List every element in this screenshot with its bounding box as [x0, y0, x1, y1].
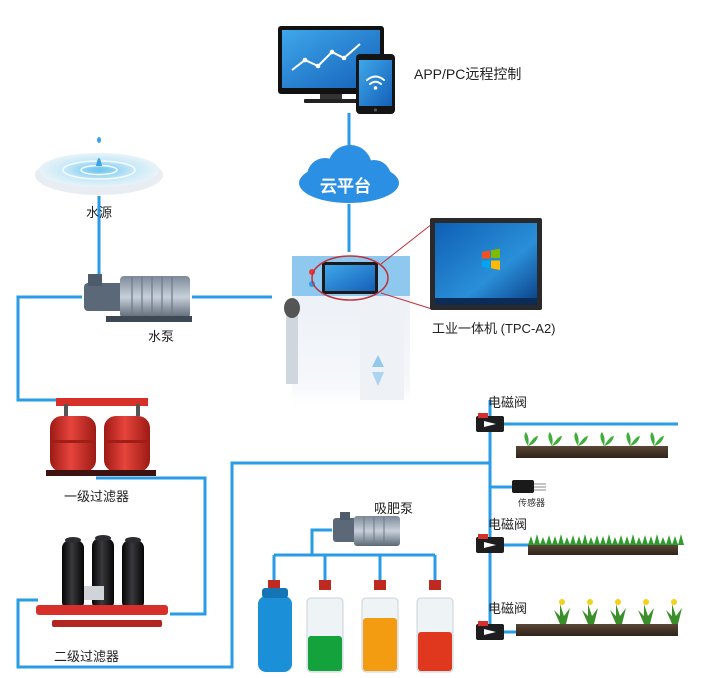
fert-pump-icon [333, 512, 400, 546]
valve-icon [476, 534, 504, 553]
valve1-label: 电磁阀 [488, 395, 528, 410]
panel-pc-icon [430, 218, 542, 310]
cloud-platform-label: 云平台 [320, 177, 371, 196]
valve-icon [476, 621, 504, 640]
tablet-icon [356, 54, 395, 114]
water-source-label: 水源 [86, 205, 113, 220]
filter1-label: 一级过滤器 [64, 489, 130, 504]
remote-control-label: APP/PC远程控制 [414, 66, 522, 82]
wifi-icon [366, 75, 385, 85]
tank-icon [258, 580, 454, 673]
filter2-label: 二级过滤器 [54, 649, 120, 664]
sensor-label: 传感器 [518, 498, 546, 508]
valve2-label: 电磁阀 [488, 517, 528, 532]
plant-bed-3 [516, 599, 682, 636]
pump-icon [84, 274, 192, 322]
sensor-icon [512, 480, 546, 493]
panel-pc-label: 工业一体机 (TPC-A2) [432, 321, 556, 336]
valve3-label: 电磁阀 [488, 601, 528, 616]
water-ripple-icon [35, 137, 163, 195]
pump-label: 水泵 [148, 329, 175, 344]
filter1-icon [46, 398, 156, 476]
plant-bed-2 [528, 534, 684, 555]
cloud-icon [299, 145, 399, 203]
filter2-icon [36, 535, 168, 627]
plant-bed-1 [516, 432, 668, 458]
fert-pump-label: 吸肥泵 [374, 501, 414, 516]
valve-icon [476, 413, 504, 432]
cabinet-icon [284, 256, 410, 410]
